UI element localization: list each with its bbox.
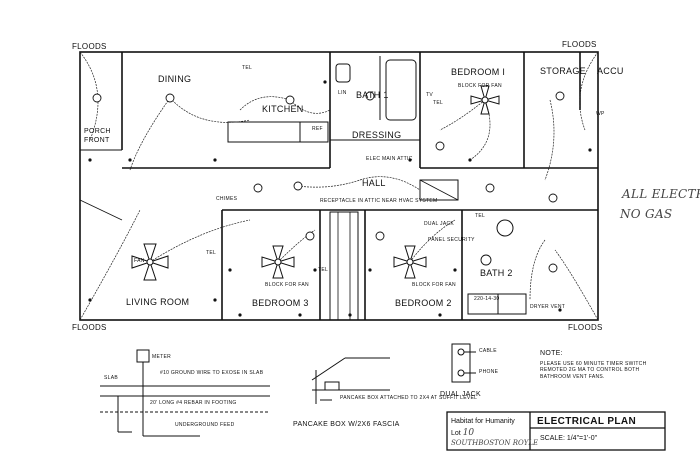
handwritten-no-gas: NO GAS	[620, 207, 673, 221]
floods-label-bottomright: FLOODS	[568, 323, 603, 332]
tv-label: TV	[426, 92, 433, 98]
room-label-dining: DINING	[158, 74, 192, 84]
cable-label: CABLE	[479, 348, 497, 354]
receptacle-attic-note: RECEPTACLE IN ATTIC NEAR HVAC SYSTEM	[320, 198, 438, 204]
room-label-accu: ACCU	[597, 66, 624, 76]
handwritten-all-electric: ALL ELECTRIC	[622, 187, 700, 201]
dryer-vent-label: DRYER VENT	[530, 304, 566, 310]
note-body: PLEASE USE 60 MINUTE TIMER SWITCH REMOTE…	[540, 361, 647, 380]
panel-security-label: PANEL SECURITY	[428, 237, 475, 243]
elec-main-attic-label: ELEC MAIN ATTIC	[366, 156, 413, 162]
title-block-title: ELECTRICAL PLAN	[537, 416, 637, 427]
rebar-label: 20' LONG #4 REBAR IN FOOTING	[150, 400, 237, 406]
room-label-porch: PORCH	[84, 128, 111, 135]
room-label-hall: HALL	[362, 178, 386, 188]
dryer-circuit-label: 220-14-30	[474, 296, 500, 302]
outlets	[88, 80, 592, 317]
room-label-storage: STORAGE	[540, 66, 586, 76]
dual-jack-caption: DUAL JACK	[440, 391, 481, 398]
tel-label-dining: TEL	[242, 65, 253, 71]
room-label-bath2: BATH 2	[480, 268, 513, 278]
phone-label: PHONE	[479, 369, 499, 375]
dual-jack-detail	[451, 343, 476, 383]
room-label-bedroom1: BEDROOM I	[451, 67, 506, 77]
pancake-box-note: PANCAKE BOX ATTACHED TO 2X4 AT SOFFIT LE…	[340, 395, 478, 401]
title-block	[446, 411, 666, 451]
floods-label-topleft: FLOODS	[72, 42, 107, 51]
room-label-bedroom2: BEDROOM 2	[395, 298, 452, 308]
wp-label: WP	[596, 111, 605, 117]
dual-jack-plan-label: DUAL JACK	[424, 221, 455, 227]
meter-label: METER	[152, 354, 171, 360]
lin-label: LIN	[338, 90, 347, 96]
title-block-org: Habitat for Humanity	[451, 418, 515, 425]
room-label-living-room: LIVING ROOM	[126, 297, 190, 307]
room-label-bedroom3: BEDROOM 3	[252, 298, 309, 308]
light-fixtures	[92, 91, 565, 273]
room-label-dressing: DRESSING	[352, 130, 402, 140]
tel-label-living: TEL	[206, 250, 217, 256]
title-block-lot: Lot 10	[451, 428, 474, 438]
tel-label-bedroom3: TEL	[318, 267, 329, 273]
floods-label-bottomleft: FLOODS	[72, 323, 107, 332]
underground-feed-label: UNDERGROUND FEED	[175, 422, 235, 428]
meter-detail	[100, 349, 270, 437]
note-title: NOTE:	[540, 350, 563, 357]
floods-label-topright: FLOODS	[562, 40, 597, 49]
fan-label: FAN	[134, 258, 145, 264]
tel-label-bath2: TEL	[475, 213, 486, 219]
room-label-bath1: BATH 1	[356, 90, 389, 100]
ground-wire-label: #10 GROUND WIRE TO EXOSE IN SLAB	[160, 370, 264, 376]
title-block-lot-number: 10	[462, 428, 475, 438]
title-block-scale: SCALE: 1/4"=1'-0"	[540, 435, 598, 442]
pancake-box-detail	[311, 357, 390, 404]
title-block-location: SOUTHBOSTON ROYLE	[451, 439, 539, 447]
slab-label: SLAB	[104, 375, 118, 381]
block-for-fan-bedroom2: BLOCK FOR FAN	[412, 282, 456, 288]
ref-label: REF	[312, 126, 323, 132]
pancake-box-caption: PANCAKE BOX W/2X6 FASCIA	[293, 421, 400, 428]
block-for-fan-bedroom1: BLOCK FOR FAN	[458, 83, 502, 89]
title-block-lot-label: Lot	[451, 430, 461, 437]
chimes-label: CHIMES	[216, 196, 238, 202]
room-label-front: FRONT	[84, 137, 110, 144]
tel-label-bedroom1: TEL	[433, 100, 444, 106]
block-for-fan-bedroom3: BLOCK FOR FAN	[265, 282, 309, 288]
room-label-kitchen: KITCHEN	[262, 104, 304, 114]
ceiling-fans	[131, 85, 500, 281]
